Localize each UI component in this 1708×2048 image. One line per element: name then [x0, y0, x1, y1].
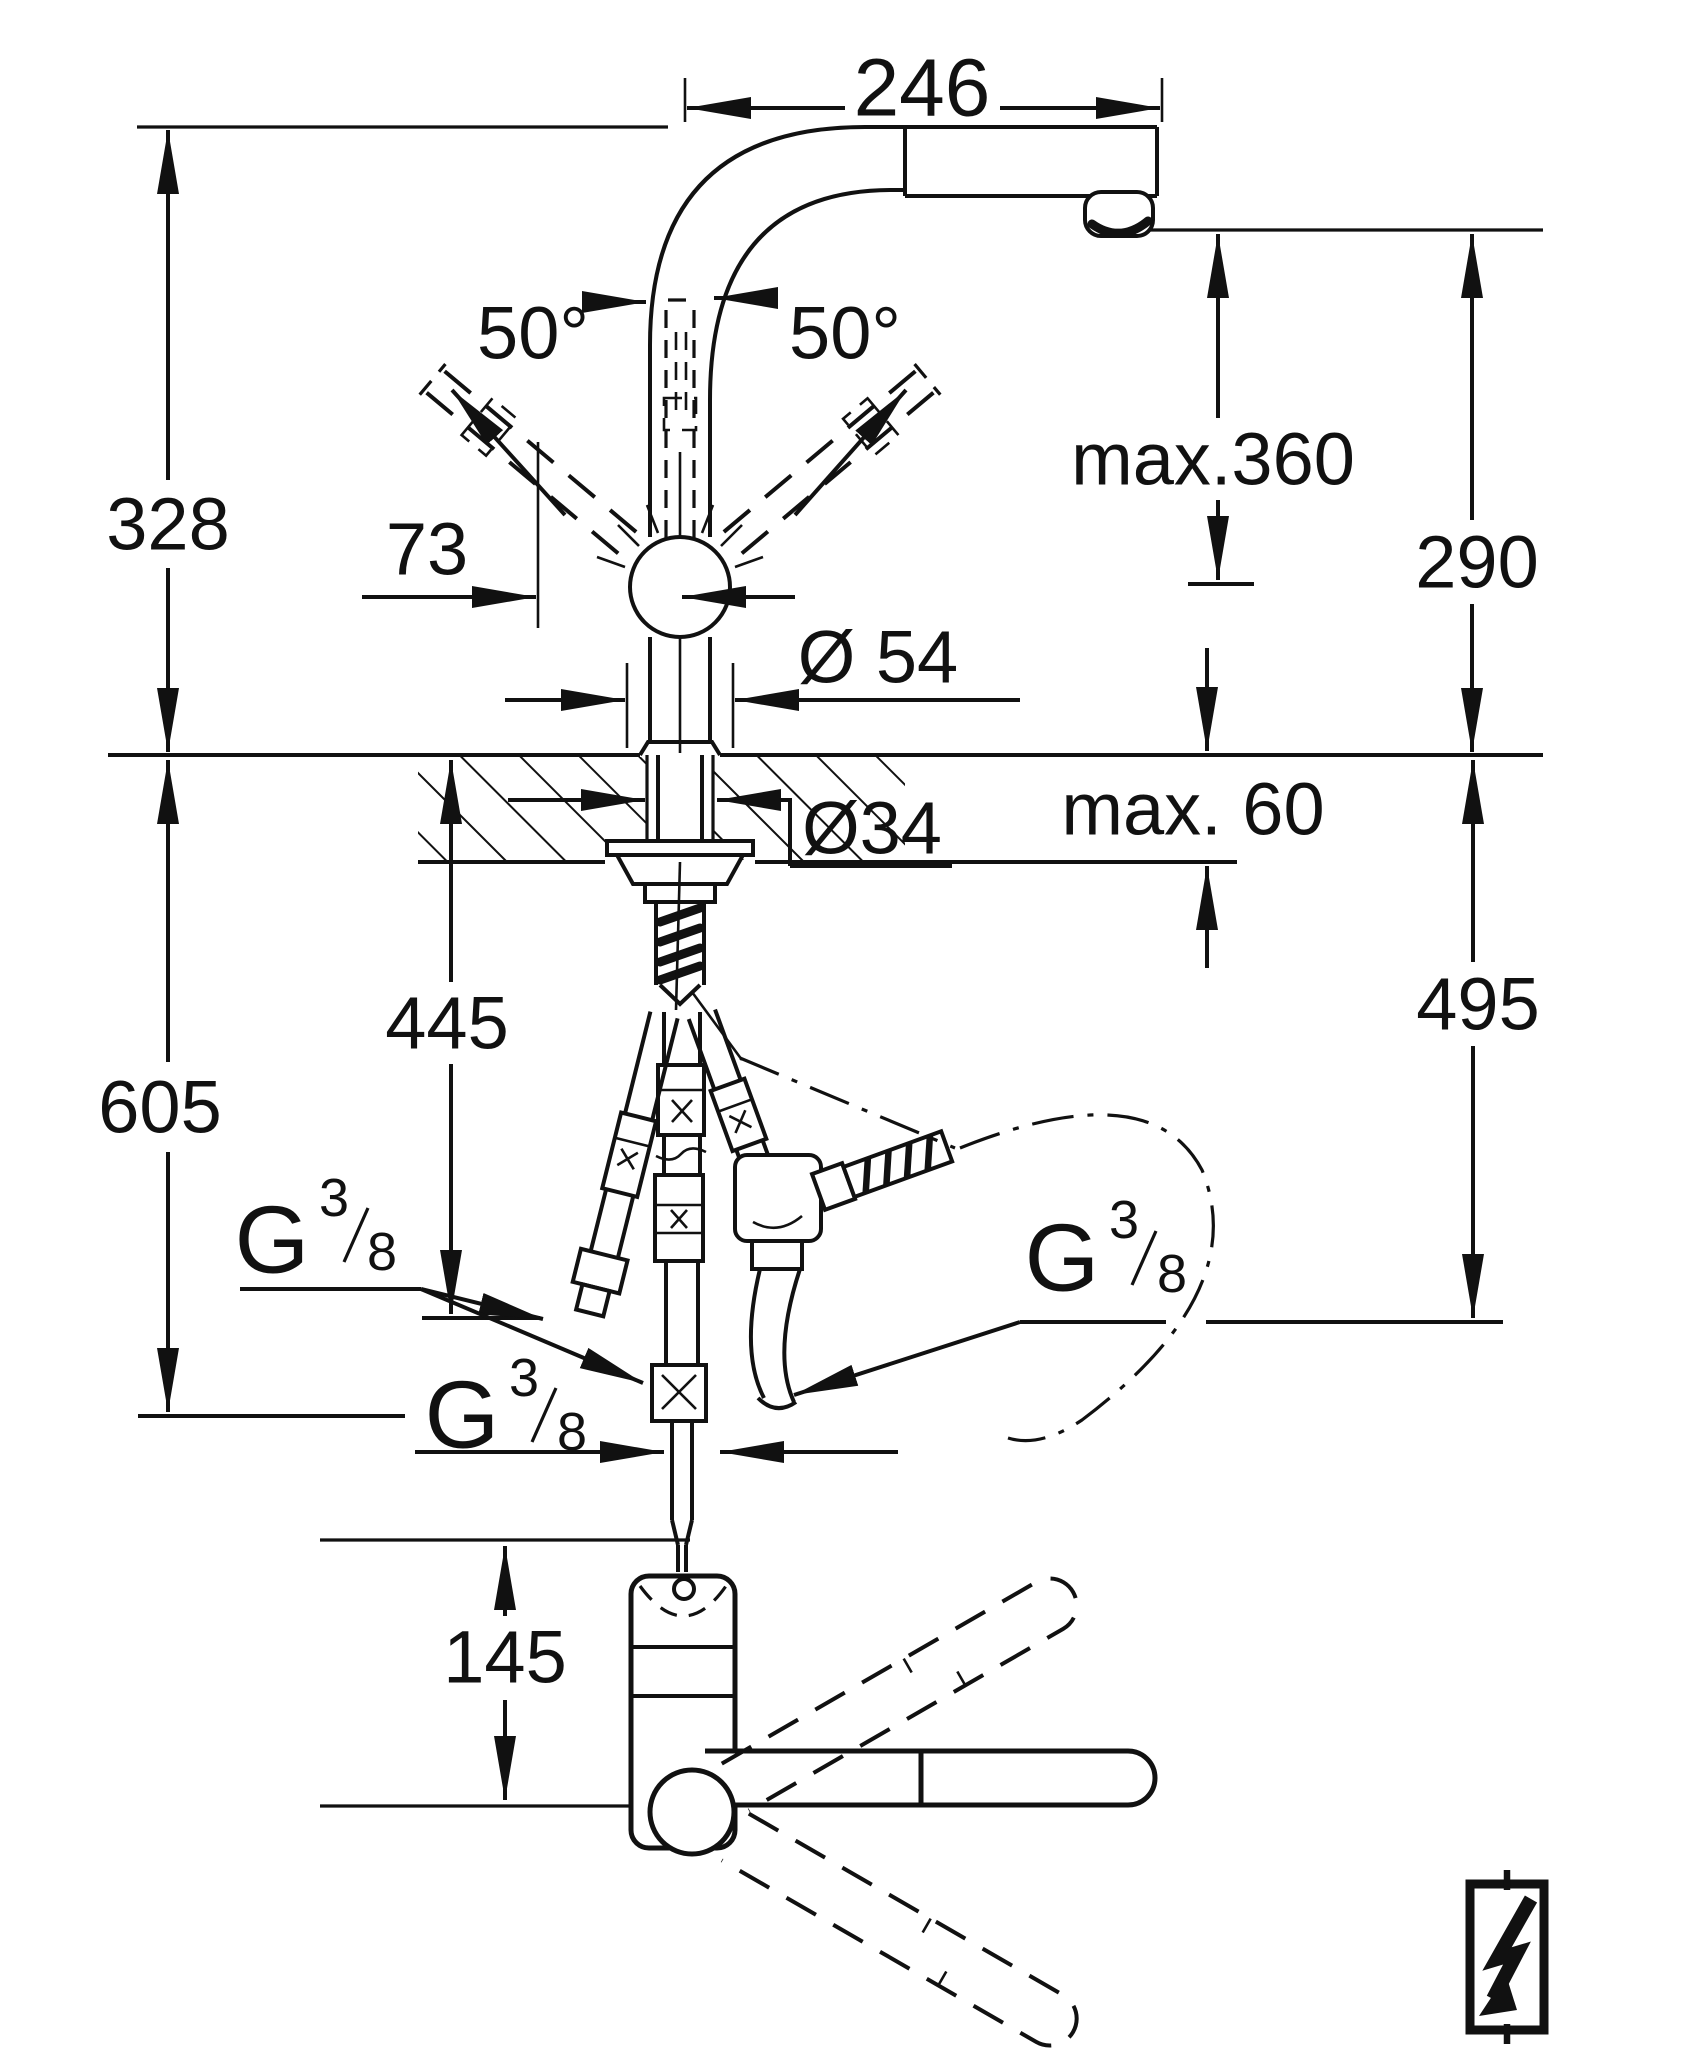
dim-hose-495: 495	[1206, 760, 1540, 1324]
dim-outlet-height: 290	[1415, 234, 1539, 752]
center-hose	[650, 1012, 708, 1572]
lever-up-dashed	[662, 298, 698, 545]
lever-right-dashed	[705, 363, 942, 570]
plan-lever-dashed-up	[720, 1576, 1079, 1813]
thread-denominator: 8	[367, 1222, 397, 1282]
mounting-shank	[605, 755, 755, 1061]
dim-hose-605: 605	[98, 760, 405, 1418]
thread-g: G	[235, 1187, 310, 1294]
thread-hatch	[655, 903, 705, 985]
thread-g: G	[1025, 1205, 1100, 1312]
dim-body-diameter: Ø 54	[505, 616, 1020, 748]
dim-label-145: 145	[443, 1616, 566, 1699]
thread-numerator: 3	[509, 1348, 539, 1408]
thread-denominator: 8	[1157, 1244, 1187, 1304]
hose-guide-line	[690, 991, 744, 1061]
plan-lever-solid	[705, 1748, 1158, 1808]
dim-label-50-right: 50°	[789, 292, 901, 375]
thread-label-right: G 3 8	[793, 1190, 1187, 1397]
dim-label-73: 73	[386, 508, 468, 591]
plan-dome-dashed	[638, 1585, 728, 1618]
dim-swivel-angles: 50° 50°	[450, 287, 908, 517]
plan-view	[628, 1573, 1158, 2048]
dim-label-max360: max.360	[1071, 418, 1355, 501]
low-voltage-icon	[1465, 1870, 1549, 2044]
dim-plan-length: 145	[320, 1538, 690, 1808]
dim-label-328: 328	[106, 483, 229, 566]
dim-label-246: 246	[854, 43, 991, 134]
dim-spout-reach: 246	[683, 43, 1164, 134]
dim-label-max60: max. 60	[1061, 768, 1324, 851]
under-counter-hoses	[570, 1008, 1215, 1572]
dim-label-50-left: 50°	[477, 292, 589, 375]
alt-hose-dashdot-curve	[959, 1113, 1215, 1443]
thread-label-left: G 3 8	[235, 1168, 644, 1385]
ball-burst-ticks	[596, 504, 764, 569]
dim-hole-diameter: Ø34	[508, 787, 952, 870]
elbow-thread-stub	[809, 1128, 955, 1213]
dim-max-deck-thickness: max. 60	[1061, 648, 1325, 968]
dim-max-spout-height: max.360	[1071, 234, 1355, 586]
dim-label-dia54: Ø 54	[798, 616, 958, 699]
plan-lever-hub	[647, 1767, 737, 1857]
dim-lever-projection: 73	[362, 442, 795, 628]
thread-label-bottom: G 3 8	[415, 1348, 898, 1469]
dim-label-495: 495	[1416, 963, 1539, 1046]
plan-lever-dashed-down	[720, 1811, 1079, 2048]
dimensions: 246 328 50° 50° 73 max	[98, 43, 1540, 1808]
faucet-outline	[418, 125, 1159, 757]
aerator-nub	[1083, 190, 1155, 238]
alt-hose-dashdot-line	[739, 1056, 956, 1150]
right-hose	[686, 1008, 955, 1410]
dim-height-to-spout: 328	[106, 130, 230, 752]
plan-hose-outlet-dot	[672, 1577, 696, 1601]
dim-label-445: 445	[385, 982, 508, 1065]
lever-ball-joint	[628, 535, 732, 639]
dim-label-dia34: Ø34	[802, 787, 942, 870]
dim-label-290: 290	[1415, 521, 1538, 604]
lightning-bolt-icon	[1479, 1895, 1538, 2016]
left-hose	[570, 1011, 680, 1319]
thread-numerator: 3	[1109, 1190, 1139, 1250]
thread-numerator: 3	[319, 1168, 349, 1228]
dim-label-605: 605	[98, 1066, 221, 1149]
